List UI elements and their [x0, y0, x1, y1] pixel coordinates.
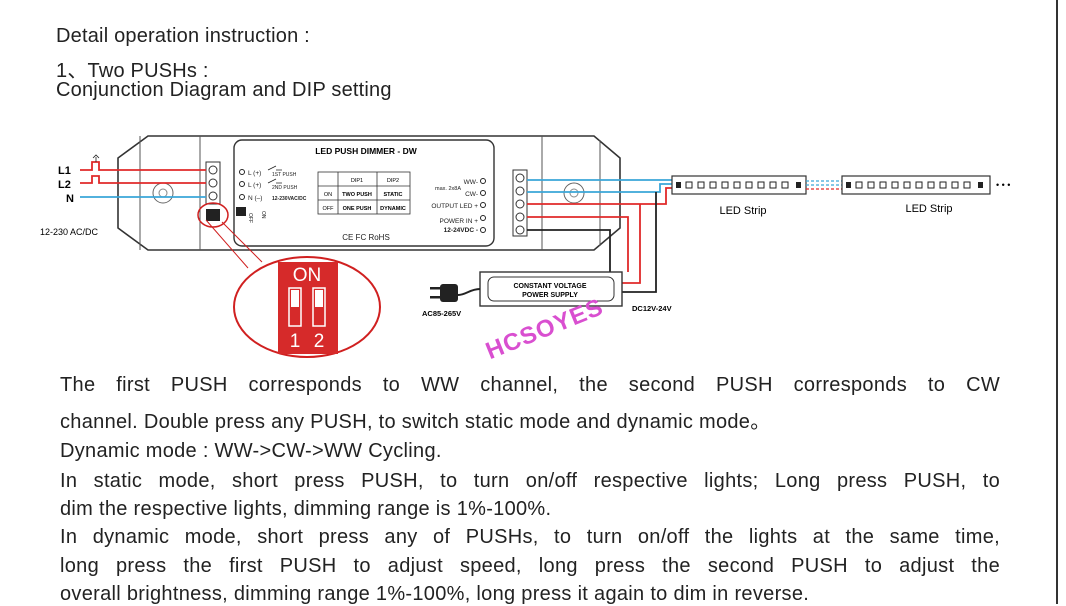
switch-on-label: ON [260, 211, 266, 219]
psu-output-label: DC12V-24V [632, 304, 672, 313]
led-strip-1 [671, 175, 807, 195]
paragraph-push-channels-cont: channel. Double press any PUSH, to switc… [60, 411, 771, 433]
page-title: Detail operation instruction : [56, 25, 310, 47]
max-rating: max. 2x8A [435, 186, 461, 192]
dimmer-title: LED PUSH DIMMER - DW [315, 146, 418, 156]
led-strip-1-label: LED Strip [719, 205, 766, 217]
wiring-diagram: LED PUSH DIMMER - DW L (+) L (+) N (–) 1… [40, 135, 1010, 358]
diagram-subtitle: Conjunction Diagram and DIP setting [56, 79, 392, 101]
paragraph-dynamic-mode: Dynamic mode : WW->CW->WW Cycling. [60, 440, 442, 462]
page-border [1056, 0, 1058, 604]
input-l1-label: L1 [58, 165, 71, 177]
dip-zoom-switch-2: 2 [314, 331, 325, 352]
out-ww-label: WW- [464, 179, 478, 186]
dip-table: DIP1 DIP2 ON OFF TWO PUSH STATIC ONE PUS… [317, 171, 411, 215]
dip-switch-zoom [233, 256, 381, 358]
on-dip2-value: STATIC [383, 192, 402, 198]
power-in-neg-label: 12-24VDC - [444, 227, 478, 234]
psu-line2: POWER SUPPLY [522, 292, 578, 299]
section-heading: 1、Two PUSHs : [56, 60, 209, 82]
input-n-label: N [66, 193, 74, 205]
paragraph-push-channels: The first PUSH corresponds to WW channel… [60, 374, 1000, 396]
off-dip2-value: DYNAMIC [380, 206, 406, 212]
paragraph-dynamic-usage-cont: long press the first PUSH to adjust spee… [60, 555, 1000, 577]
dip-zoom-switch-1: 1 [290, 331, 301, 352]
power-supply [479, 271, 623, 307]
led-strip-2 [841, 175, 991, 195]
input-rating: 12-230VAC/DC [272, 196, 307, 202]
psu-line1: CONSTANT VOLTAGE [513, 283, 586, 290]
out-cw-label: CW- [465, 191, 478, 198]
on-dip1-value: TWO PUSH [342, 192, 372, 198]
dip-zoom-on-label: ON [293, 265, 322, 286]
dip2-header: DIP2 [387, 178, 399, 184]
switch-off-label: OFF [247, 213, 253, 223]
input-wires [80, 154, 206, 198]
off-dip1-value: ONE PUSH [343, 206, 372, 212]
output-led-label: OUTPUT LED + [431, 203, 478, 210]
push2-label: 2ND PUSH [272, 185, 298, 191]
paragraph-static-mode: In static mode, short press PUSH, to tur… [60, 470, 1000, 492]
psu-input-label: AC85-265V [422, 309, 461, 318]
terminal-l2-label: L (+) [248, 182, 261, 189]
certification-marks: CE FC RoHS [342, 233, 390, 242]
row-off-label: OFF [323, 206, 335, 212]
terminal-n-label: N (–) [248, 195, 262, 202]
push1-label: 1ST PUSH [272, 172, 297, 178]
ac-plug-icon [430, 284, 481, 302]
input-voltage-label: 12-230 AC/DC [40, 227, 99, 237]
row-on-label: ON [324, 192, 332, 198]
paragraph-static-mode-cont: dim the respective lights, dimming range… [60, 498, 552, 520]
dip1-header: DIP1 [351, 178, 363, 184]
continuation-dots: • • • [996, 180, 1010, 190]
output-wires [527, 179, 672, 293]
dimmer-housing [117, 135, 621, 251]
led-strip-2-label: LED Strip [905, 203, 952, 215]
input-l2-label: L2 [58, 179, 71, 191]
paragraph-dynamic-usage: In dynamic mode, short press any of PUSH… [60, 526, 1000, 548]
paragraph-dynamic-usage-end: overall brightness, dimming range 1%-100… [60, 583, 810, 605]
power-in-label: POWER IN + [440, 218, 479, 225]
terminal-l1-label: L (+) [248, 170, 261, 177]
